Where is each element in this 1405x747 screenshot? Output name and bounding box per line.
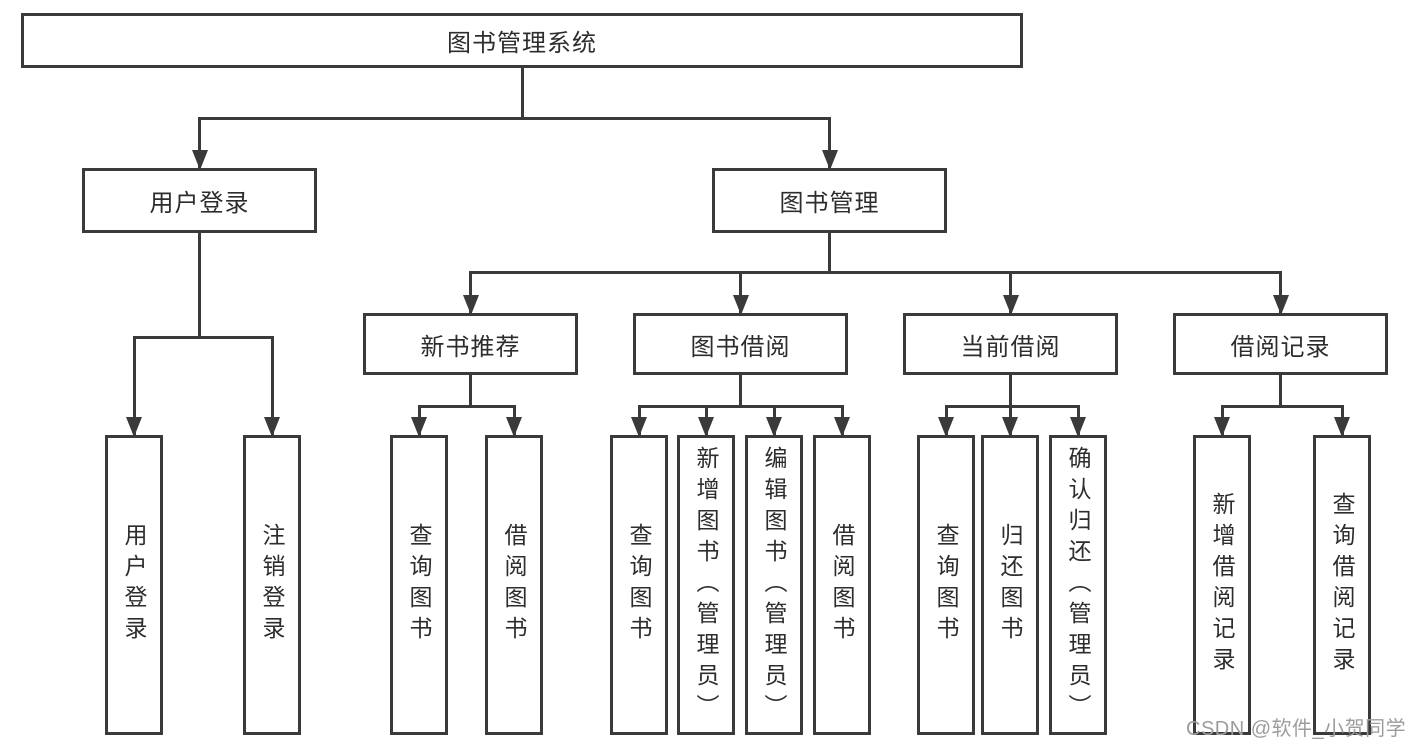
arrowhead-leaf-user-login xyxy=(126,417,142,437)
connector-stem-user-login xyxy=(198,233,201,337)
node-leaf-return-book: 归还图书 xyxy=(981,435,1039,735)
node-current-borrow: 当前借阅 xyxy=(903,313,1118,375)
arrowhead-borrow-records xyxy=(1272,295,1289,315)
connector-drop-borrow-records xyxy=(1279,272,1282,313)
node-leaf-user-login: 用户登录 xyxy=(105,435,163,735)
arrowhead-leaf-borrow-book-2 xyxy=(834,417,850,437)
arrowhead-leaf-return-book xyxy=(1002,417,1018,437)
connector-elbow-new-book-rec xyxy=(417,404,516,408)
node-label-root: 图书管理系统 xyxy=(447,30,597,57)
node-leaf-borrow-book-1: 借阅图书 xyxy=(485,435,543,735)
arrowhead-leaf-query-book-2 xyxy=(631,417,647,437)
arrowhead-leaf-borrow-book-1 xyxy=(506,417,522,437)
arrowhead-leaf-query-book-3 xyxy=(938,417,954,437)
node-label-borrow-records: 借阅记录 xyxy=(1230,333,1331,361)
node-book-mgmt: 图书管理 xyxy=(712,168,947,233)
connector-elbow-book-mgmt xyxy=(469,270,1282,274)
node-label-leaf-query-book-3: 查询图书 xyxy=(933,523,959,647)
node-label-leaf-query-record: 查询借阅记录 xyxy=(1329,492,1355,678)
node-leaf-borrow-book-2: 借阅图书 xyxy=(813,435,871,735)
node-user-login: 用户登录 xyxy=(82,168,317,233)
node-leaf-query-book-2: 查询图书 xyxy=(610,435,668,735)
arrowhead-leaf-add-book xyxy=(698,417,714,437)
node-label-leaf-add-record: 新增借阅记录 xyxy=(1209,492,1235,678)
node-label-book-mgmt: 图书管理 xyxy=(779,190,880,217)
connector-elbow-current-borrow xyxy=(944,404,1080,408)
connector-drop-leaf-logout xyxy=(270,337,274,435)
node-leaf-query-book-1: 查询图书 xyxy=(390,435,448,735)
node-label-leaf-borrow-book-2: 借阅图书 xyxy=(829,523,855,647)
node-label-leaf-query-book-2: 查询图书 xyxy=(626,523,652,647)
node-label-leaf-user-login: 用户登录 xyxy=(121,523,147,647)
node-label-user-login: 用户登录 xyxy=(149,190,250,217)
arrowhead-book-borrow xyxy=(732,295,749,315)
node-label-leaf-query-book-1: 查询图书 xyxy=(406,523,432,647)
node-book-borrow: 图书借阅 xyxy=(633,313,848,375)
arrowhead-leaf-add-record xyxy=(1214,417,1230,437)
connector-elbow-root xyxy=(198,116,831,120)
connector-drop-book-borrow xyxy=(739,272,742,313)
connector-drop-user-login xyxy=(198,118,201,168)
connector-stem-root xyxy=(520,68,524,118)
arrowhead-new-book-rec xyxy=(462,295,479,315)
watermark: CSDN @软件_小贺同学 xyxy=(1186,718,1405,740)
node-new-book-rec: 新书推荐 xyxy=(363,313,578,375)
connector-elbow-user-login xyxy=(132,335,274,339)
connector-drop-new-book-rec xyxy=(469,272,472,313)
node-label-new-book-rec: 新书推荐 xyxy=(420,333,521,361)
connector-stem-current-borrow xyxy=(1009,375,1012,406)
node-leaf-add-record: 新增借阅记录 xyxy=(1193,435,1251,735)
node-label-leaf-borrow-book-1: 借阅图书 xyxy=(501,523,527,647)
connector-stem-book-borrow xyxy=(739,375,742,406)
node-label-leaf-logout: 注销登录 xyxy=(259,523,285,647)
node-label-current-borrow: 当前借阅 xyxy=(960,333,1061,361)
node-label-book-borrow: 图书借阅 xyxy=(690,333,791,361)
arrowhead-current-borrow xyxy=(1002,295,1019,315)
node-label-leaf-confirm-return: 确认归还（管理员） xyxy=(1065,445,1091,725)
arrowhead-book-mgmt xyxy=(821,150,838,170)
node-leaf-add-book: 新增图书（管理员） xyxy=(677,435,735,735)
node-root: 图书管理系统 xyxy=(21,13,1023,68)
connector-drop-current-borrow xyxy=(1009,272,1012,313)
connector-stem-book-mgmt xyxy=(828,233,831,272)
node-label-leaf-return-book: 归还图书 xyxy=(997,523,1023,647)
node-leaf-query-record: 查询借阅记录 xyxy=(1313,435,1371,735)
connector-elbow-borrow-records xyxy=(1220,404,1344,408)
connector-elbow-book-borrow xyxy=(637,404,844,408)
node-borrow-records: 借阅记录 xyxy=(1173,313,1388,375)
node-label-leaf-add-book: 新增图书（管理员） xyxy=(693,445,719,725)
arrowhead-leaf-query-record xyxy=(1334,417,1350,437)
node-leaf-logout: 注销登录 xyxy=(243,435,301,735)
node-leaf-edit-book: 编辑图书（管理员） xyxy=(745,435,803,735)
arrowhead-user-login xyxy=(191,150,208,170)
connector-drop-leaf-user-login xyxy=(132,337,136,435)
connector-drop-book-mgmt xyxy=(828,118,831,168)
node-leaf-query-book-3: 查询图书 xyxy=(917,435,975,735)
connector-stem-borrow-records xyxy=(1279,375,1282,406)
connector-stem-new-book-rec xyxy=(469,375,472,406)
node-label-leaf-edit-book: 编辑图书（管理员） xyxy=(761,445,787,725)
arrowhead-leaf-edit-book xyxy=(766,417,782,437)
arrowhead-leaf-confirm-return xyxy=(1070,417,1086,437)
node-leaf-confirm-return: 确认归还（管理员） xyxy=(1049,435,1107,735)
arrowhead-leaf-logout xyxy=(264,417,280,437)
arrowhead-leaf-query-book-1 xyxy=(411,417,427,437)
